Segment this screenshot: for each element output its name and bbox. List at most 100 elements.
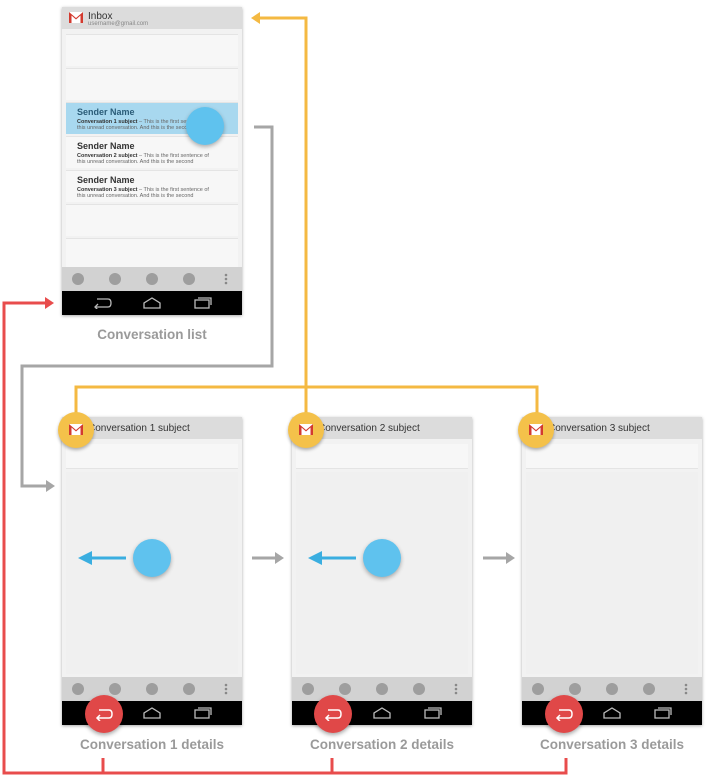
swipe-left-arrow-icon bbox=[78, 551, 126, 565]
up-navigation-connectors bbox=[74, 16, 539, 425]
detail-title: Conversation 2 subject bbox=[318, 423, 420, 434]
toolbar-action-icon[interactable] bbox=[569, 683, 581, 695]
list-action-bar: Inbox username@gmail.com bbox=[62, 7, 242, 29]
up-connector-main bbox=[258, 16, 308, 425]
row-subject: Conversation 3 subject bbox=[77, 187, 138, 193]
detail-bottom-toolbar bbox=[292, 677, 472, 701]
system-nav-bar bbox=[62, 291, 242, 315]
up-navigation-badge-2[interactable] bbox=[288, 412, 324, 448]
open-arrowhead bbox=[46, 480, 55, 492]
conversation-3-details-screen: Conversation 3 subject bbox=[522, 417, 702, 725]
gmail-envelope-icon bbox=[529, 424, 543, 435]
conversation-list-screen: Inbox username@gmail.com Sender Name Con… bbox=[62, 7, 242, 315]
row-subject: Conversation 1 subject bbox=[77, 119, 138, 125]
overflow-menu-icon[interactable] bbox=[454, 683, 458, 695]
conversation-row-3[interactable]: Sender Name Conversation 3 subject – Thi… bbox=[66, 170, 238, 202]
back-arrow-icon[interactable] bbox=[92, 297, 112, 309]
message-header bbox=[526, 444, 698, 469]
touch-indicator bbox=[186, 107, 224, 145]
up-connector-branch bbox=[74, 385, 539, 425]
caption-conversation-2-details: Conversation 2 details bbox=[309, 737, 455, 752]
detail-action-bar: Conversation 1 subject bbox=[62, 417, 242, 439]
row-preview: Conversation 3 subject – This is the fir… bbox=[77, 187, 209, 199]
row-snippet: This is the first sentence of this unrea… bbox=[77, 119, 209, 131]
flow-arrowhead-1 bbox=[275, 552, 284, 564]
overflow-menu-icon[interactable] bbox=[684, 683, 688, 695]
row-snippet: This is the first sentence of this unrea… bbox=[77, 153, 209, 165]
row-sender: Sender Name bbox=[77, 141, 135, 151]
row-snippet: This is the first sentence of this unrea… bbox=[77, 187, 209, 199]
toolbar-action-icon[interactable] bbox=[376, 683, 388, 695]
gmail-envelope-icon[interactable] bbox=[69, 12, 83, 23]
caption-conversation-3-details: Conversation 3 details bbox=[539, 737, 685, 752]
toolbar-action-icon[interactable] bbox=[109, 273, 121, 285]
detail-title: Conversation 1 subject bbox=[88, 423, 190, 434]
toolbar-action-icon[interactable] bbox=[302, 683, 314, 695]
message-header bbox=[296, 444, 468, 469]
toolbar-action-icon[interactable] bbox=[413, 683, 425, 695]
gmail-envelope-icon bbox=[69, 424, 83, 435]
touch-indicator bbox=[133, 539, 171, 577]
home-icon[interactable] bbox=[372, 706, 392, 720]
open-conversation-connector bbox=[20, 125, 274, 488]
row-preview: Conversation 2 subject – This is the fir… bbox=[77, 153, 209, 165]
detail-bottom-toolbar bbox=[62, 677, 242, 701]
list-item-empty bbox=[66, 34, 238, 66]
list-item-empty bbox=[66, 68, 238, 100]
row-sender: Sender Name bbox=[77, 107, 135, 117]
recents-icon[interactable] bbox=[193, 296, 213, 310]
up-navigation-badge-3[interactable] bbox=[518, 412, 554, 448]
detail-action-bar: Conversation 3 subject bbox=[522, 417, 702, 439]
toolbar-action-icon[interactable] bbox=[183, 273, 195, 285]
up-arrowhead bbox=[251, 12, 260, 24]
toolbar-action-icon[interactable] bbox=[183, 683, 195, 695]
caption-conversation-list: Conversation list bbox=[97, 327, 207, 342]
toolbar-action-icon[interactable] bbox=[72, 273, 84, 285]
back-navigation-connectors bbox=[2, 301, 568, 775]
list-title: Inbox bbox=[88, 11, 113, 22]
detail-action-bar: Conversation 2 subject bbox=[292, 417, 472, 439]
back-arrow-icon bbox=[324, 709, 342, 721]
back-navigation-badge-3[interactable] bbox=[545, 695, 583, 733]
home-icon[interactable] bbox=[602, 706, 622, 720]
toolbar-action-icon[interactable] bbox=[606, 683, 618, 695]
message-header bbox=[66, 444, 238, 469]
detail-title: Conversation 3 subject bbox=[548, 423, 650, 434]
detail-bottom-toolbar bbox=[522, 677, 702, 701]
home-icon[interactable] bbox=[142, 296, 162, 310]
recents-icon[interactable] bbox=[193, 706, 213, 720]
toolbar-action-icon[interactable] bbox=[146, 273, 158, 285]
overflow-menu-icon[interactable] bbox=[224, 683, 228, 695]
back-navigation-badge-1[interactable] bbox=[85, 695, 123, 733]
recents-icon[interactable] bbox=[653, 706, 673, 720]
back-navigation-badge-2[interactable] bbox=[314, 695, 352, 733]
back-connector-main bbox=[2, 301, 568, 775]
swipe-left-arrow-icon bbox=[308, 551, 356, 565]
list-bottom-toolbar bbox=[62, 267, 242, 291]
back-arrowhead bbox=[45, 297, 54, 309]
toolbar-action-icon[interactable] bbox=[532, 683, 544, 695]
home-icon[interactable] bbox=[142, 706, 162, 720]
row-sender: Sender Name bbox=[77, 175, 135, 185]
account-email: username@gmail.com bbox=[88, 21, 149, 27]
toolbar-action-icon[interactable] bbox=[146, 683, 158, 695]
recents-icon[interactable] bbox=[423, 706, 443, 720]
toolbar-action-icon[interactable] bbox=[72, 683, 84, 695]
gmail-envelope-icon bbox=[299, 424, 313, 435]
toolbar-action-icon[interactable] bbox=[339, 683, 351, 695]
back-arrow-icon bbox=[555, 709, 573, 721]
conversation-row-2[interactable]: Sender Name Conversation 2 subject – Thi… bbox=[66, 136, 238, 168]
list-item-empty bbox=[66, 204, 238, 236]
up-navigation-badge-1[interactable] bbox=[58, 412, 94, 448]
toolbar-action-icon[interactable] bbox=[643, 683, 655, 695]
caption-conversation-1-details: Conversation 1 details bbox=[79, 737, 225, 752]
touch-indicator bbox=[363, 539, 401, 577]
toolbar-action-icon[interactable] bbox=[109, 683, 121, 695]
row-subject: Conversation 2 subject bbox=[77, 153, 138, 159]
overflow-menu-icon[interactable] bbox=[224, 273, 228, 285]
list-item-empty bbox=[66, 238, 238, 270]
back-arrow-icon bbox=[95, 709, 113, 721]
message-body bbox=[526, 472, 698, 674]
row-preview: Conversation 1 subject – This is the fir… bbox=[77, 119, 209, 131]
